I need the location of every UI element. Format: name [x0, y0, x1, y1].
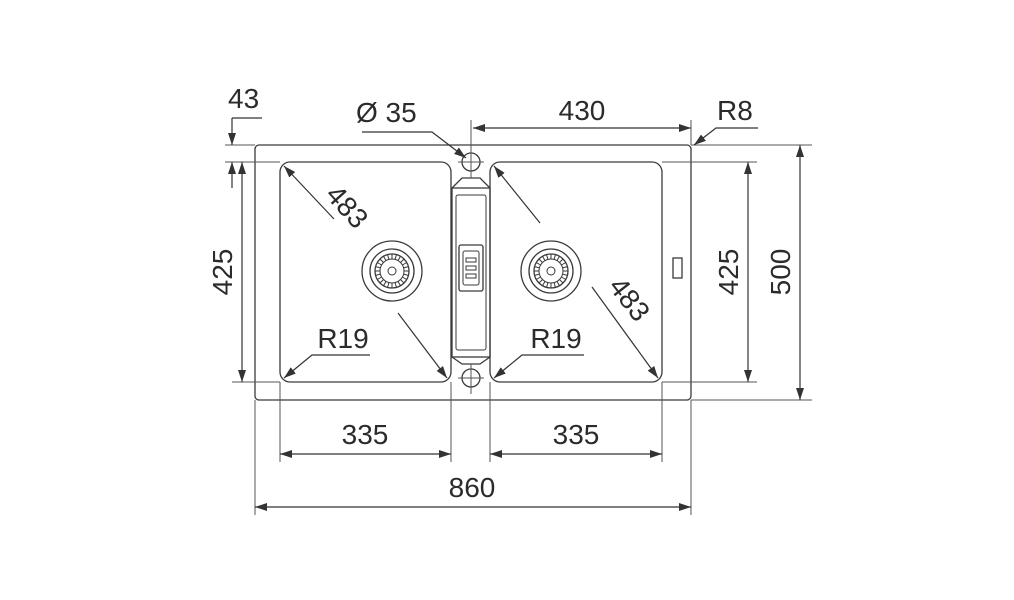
strainer-tick — [387, 282, 390, 288]
strainer-tick — [553, 282, 556, 288]
strainer-tick — [400, 258, 405, 263]
strainer-tick — [403, 266, 409, 269]
label-left-bowl-height: 425 — [207, 249, 238, 296]
center-drainer — [451, 177, 491, 365]
strainer-tick — [383, 256, 387, 261]
rim-slot — [672, 257, 683, 279]
strainer-tick — [542, 281, 546, 286]
dim-left-diagonal-line — [283, 165, 448, 379]
dim-radius-r8-leader — [693, 127, 758, 146]
strainer-tick — [403, 273, 409, 276]
extension-lines — [225, 120, 812, 515]
strainer-tick — [534, 273, 540, 276]
strainer-tick — [397, 281, 401, 286]
dim-right-radius-leader — [493, 354, 584, 379]
left-bowl — [279, 161, 452, 383]
strainer-tick — [379, 258, 384, 263]
strainer-tick — [536, 276, 541, 280]
label-total-depth: 500 — [765, 249, 796, 296]
strainer-tick — [562, 266, 568, 269]
right-strainer — [520, 240, 582, 302]
overflow-slots — [465, 257, 477, 279]
strainer-tick — [561, 276, 566, 280]
label-left-diagonal: 483 — [320, 179, 374, 234]
strainer-tick — [387, 254, 390, 260]
strainer-tick — [534, 266, 540, 269]
dim-top-offset-line — [228, 117, 262, 188]
strainer-tick — [556, 256, 560, 261]
tap-hole-top — [458, 120, 484, 178]
strainer-tick — [536, 262, 541, 266]
label-corner-radius: R8 — [717, 95, 753, 126]
strainer-tick — [379, 279, 384, 284]
strainer-tick — [546, 282, 549, 288]
strainer-tick — [562, 273, 568, 276]
label-tap-hole-diameter: Ø 35 — [356, 97, 417, 128]
label-right-diagonal: 483 — [603, 271, 656, 327]
label-right-bowl-radius: R19 — [530, 323, 581, 354]
label-right-bowl-height: 425 — [713, 249, 744, 296]
sink-outline — [254, 144, 692, 401]
strainer-tick — [559, 279, 564, 284]
strainer-tick — [402, 276, 407, 280]
strainer-tick — [377, 262, 382, 266]
left-strainer — [361, 240, 423, 302]
strainer-tick — [538, 279, 543, 284]
strainer-tick — [538, 258, 543, 263]
dim-right-diagonal-line — [493, 165, 659, 379]
strainer-tick — [383, 281, 387, 286]
label-right-bowl-width: 335 — [553, 419, 600, 450]
label-bowl-spacing: 430 — [559, 95, 606, 126]
strainer-tick — [546, 254, 549, 260]
dim-tap-hole-leader — [362, 131, 467, 159]
label-left-bowl-width: 335 — [342, 419, 389, 450]
strainer-tick — [553, 254, 556, 260]
strainer-tick — [375, 273, 381, 276]
dim-left-radius-leader — [283, 354, 370, 379]
strainer-tick — [394, 282, 397, 288]
tap-hole-bottom — [458, 364, 484, 394]
strainer-tick — [397, 256, 401, 261]
strainer-tick — [375, 266, 381, 269]
label-total-width: 860 — [449, 472, 496, 503]
strainer-tick — [561, 262, 566, 266]
label-top-offset: 43 — [228, 83, 259, 114]
strainer-tick — [400, 279, 405, 284]
strainer-tick — [559, 258, 564, 263]
strainer-tick — [542, 256, 546, 261]
strainer-tick — [556, 281, 560, 286]
strainer-tick — [394, 254, 397, 260]
strainer-tick — [402, 262, 407, 266]
label-left-bowl-radius: R19 — [317, 323, 368, 354]
strainer-tick — [377, 276, 382, 280]
